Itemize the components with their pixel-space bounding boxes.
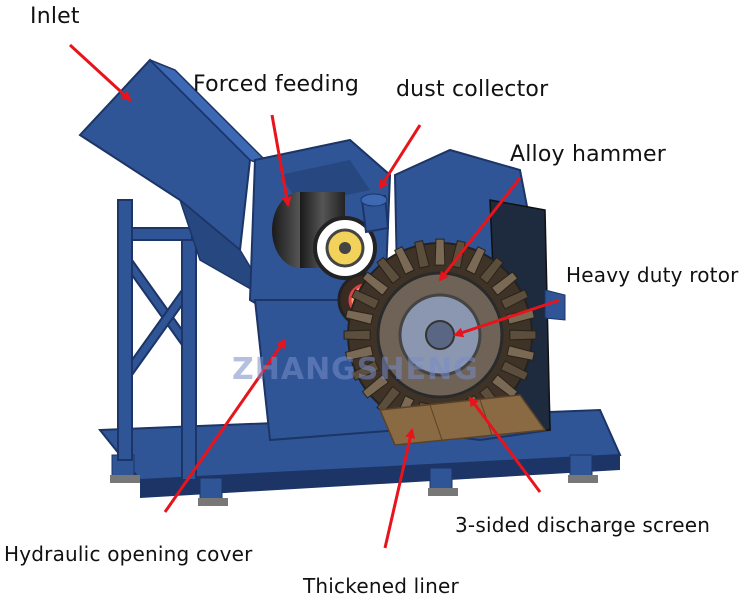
arrow-alloy-hammer (438, 177, 522, 282)
hammer-tooth (465, 246, 486, 275)
hammer-tooth (361, 373, 390, 399)
arrow-heavy-duty-rotor (453, 298, 561, 338)
arrow-discharge-screen (468, 396, 542, 493)
hammer-tooth (478, 256, 504, 285)
label-alloy-hammer: Alloy hammer (510, 142, 667, 167)
hammer-tooth (506, 345, 536, 361)
arrow-inlet (68, 43, 132, 102)
hammer-tooth (414, 239, 430, 269)
hammer-tooth (376, 385, 402, 414)
hammer-tooth (351, 289, 380, 310)
hammer-tooth (500, 360, 529, 381)
hammer-tooth (500, 289, 529, 310)
arrow-thickened-liner (383, 428, 416, 549)
label-inlet: Inlet (30, 4, 80, 29)
hammer-tooth (434, 238, 446, 266)
rotor-assembly (343, 238, 537, 432)
hammer-tooth (344, 309, 374, 325)
callout-arrows (68, 43, 561, 549)
inlet-hopper (78, 58, 276, 303)
hammer-tooth (490, 271, 519, 297)
label-thickened-liner: Thickened liner (303, 574, 459, 598)
hammer-tooth (394, 246, 415, 275)
label-forced-feeding: Forced feeding (193, 72, 360, 97)
hammer-tooth (343, 329, 371, 341)
label-heavy-duty-rotor: Heavy duty rotor (566, 263, 739, 287)
hammer-tooth (351, 360, 380, 381)
hammer-tooth (344, 345, 374, 361)
hammer-tooth (376, 256, 402, 285)
arrow-forced-feeding (270, 114, 292, 207)
arrow-dust-collector (378, 124, 422, 190)
inlet-support-frame (117, 199, 197, 481)
forced-feeding-roller (272, 192, 377, 280)
brand-watermark: ZHANGSHENG (232, 352, 479, 387)
arrow-hydraulic-cover (163, 338, 287, 513)
label-discharge-screen: 3-sided discharge screen (455, 513, 711, 537)
label-hydraulic-opening-cover: Hydraulic opening cover (4, 542, 253, 566)
label-dust-collector: dust collector (396, 77, 549, 102)
dust-collector-spout (360, 193, 390, 234)
hammer-tooth (509, 329, 537, 341)
hammer-tooth (361, 271, 390, 297)
